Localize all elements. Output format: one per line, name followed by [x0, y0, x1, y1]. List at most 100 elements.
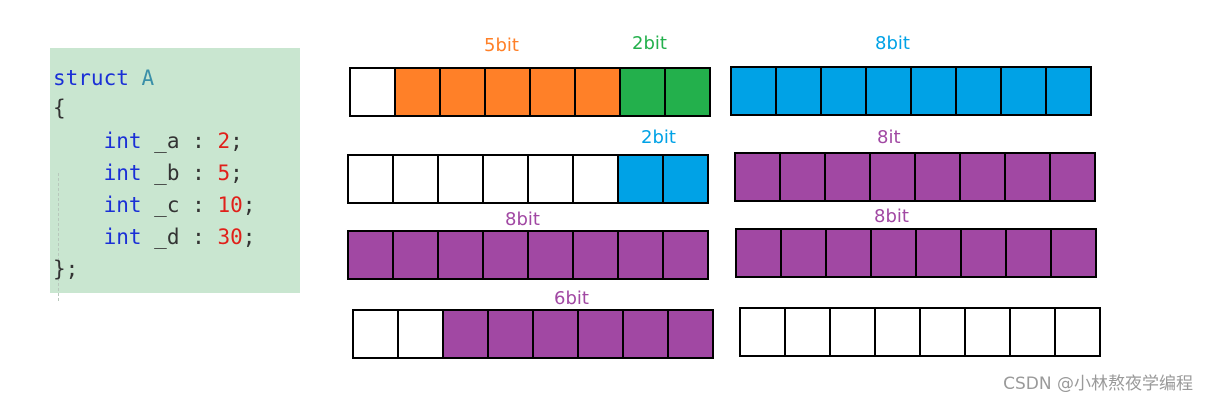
bit-label: 8bit: [875, 33, 910, 54]
bit-label: 2bit: [641, 127, 676, 148]
field-colon: :: [192, 225, 205, 249]
bit-cell: [824, 154, 869, 200]
bit-cell: [870, 230, 915, 276]
bit-cell: [779, 154, 824, 200]
byte-row: [734, 152, 1096, 202]
bit-cell: [394, 69, 439, 115]
code-line-struct: struct A: [53, 66, 154, 90]
field-name: _c: [154, 193, 180, 217]
byte-row: [735, 228, 1097, 278]
bit-label: 8it: [877, 127, 901, 148]
bit-cell: [960, 230, 1005, 276]
byte-row: [347, 230, 709, 280]
field-width: 5: [217, 161, 231, 185]
bit-label: 2bit: [632, 33, 667, 54]
bit-cell: [1004, 154, 1049, 200]
bit-cell: [910, 68, 955, 114]
bit-cell: [662, 156, 707, 202]
indent-guide: [58, 173, 59, 301]
code-line-close-brace: };: [53, 257, 79, 281]
code-line-field-b: int _b : 5;: [53, 161, 243, 185]
bit-cell: [482, 232, 527, 278]
bit-cell: [529, 69, 574, 115]
field-name: _a: [154, 129, 180, 153]
bit-cell: [1050, 230, 1095, 276]
code-line-field-a: int _a : 2;: [53, 129, 243, 153]
code-line-field-d: int _d : 30;: [53, 225, 256, 249]
bit-cell: [915, 230, 960, 276]
bit-cell: [617, 232, 662, 278]
bit-cell: [1054, 309, 1099, 355]
watermark: CSDN @小林熬夜学编程: [1003, 374, 1193, 394]
bit-cell: [741, 309, 784, 355]
field-colon: :: [192, 161, 205, 185]
bit-cell: [484, 69, 529, 115]
bit-cell: [667, 311, 712, 357]
bit-cell: [527, 156, 572, 202]
field-width: 10: [217, 193, 243, 217]
bit-cell: [1045, 68, 1090, 114]
byte-row: [349, 67, 711, 117]
bit-cell: [737, 230, 780, 276]
bit-cell: [392, 232, 437, 278]
field-semicolon: ;: [242, 225, 256, 249]
byte-row: [730, 66, 1092, 116]
bit-cell: [574, 69, 619, 115]
bit-cell: [874, 309, 919, 355]
bit-cell: [349, 156, 392, 202]
bit-cell: [487, 311, 532, 357]
bit-cell: [662, 232, 707, 278]
bit-label: 8bit: [505, 209, 540, 230]
field-semicolon: ;: [242, 193, 256, 217]
bit-cell: [825, 230, 870, 276]
field-semicolon: ;: [230, 161, 243, 185]
bit-label: 6bit: [554, 288, 589, 309]
code-line-open-brace: {: [53, 96, 66, 120]
bit-cell: [437, 156, 482, 202]
bit-label: 8bit: [874, 206, 909, 227]
bit-cell: [619, 69, 664, 115]
byte-row: [347, 154, 709, 204]
bit-cell: [664, 69, 709, 115]
bit-cell: [955, 68, 1000, 114]
bit-cell: [577, 311, 622, 357]
field-type: int: [103, 129, 142, 153]
bit-cell: [532, 311, 577, 357]
bit-cell: [919, 309, 964, 355]
bit-cell: [349, 232, 392, 278]
field-semicolon: ;: [230, 129, 243, 153]
bit-cell: [617, 156, 662, 202]
field-type: int: [103, 193, 142, 217]
bit-cell: [439, 69, 484, 115]
bit-cell: [865, 68, 910, 114]
bit-cell: [869, 154, 914, 200]
bit-cell: [572, 156, 617, 202]
bit-cell: [442, 311, 487, 357]
bit-cell: [354, 311, 397, 357]
bit-cell: [437, 232, 482, 278]
bit-cell: [527, 232, 572, 278]
bit-cell: [572, 232, 617, 278]
field-name: _d: [154, 225, 180, 249]
bit-cell: [829, 309, 874, 355]
byte-row: [739, 307, 1101, 357]
bit-cell: [780, 230, 825, 276]
field-colon: :: [192, 193, 205, 217]
field-name: _b: [154, 161, 180, 185]
bit-cell: [351, 69, 394, 115]
bit-cell: [482, 156, 527, 202]
code-line-field-c: int _c : 10;: [53, 193, 256, 217]
bit-cell: [1005, 230, 1050, 276]
bit-cell: [732, 68, 775, 114]
bit-cell: [1009, 309, 1054, 355]
field-type: int: [103, 225, 142, 249]
bit-cell: [1000, 68, 1045, 114]
code-panel: struct A { int _a : 2; int _b : 5; int _…: [50, 48, 300, 301]
bit-cell: [964, 309, 1009, 355]
bit-cell: [1049, 154, 1094, 200]
bit-label: 5bit: [484, 35, 519, 56]
field-colon: :: [192, 129, 205, 153]
bit-cell: [622, 311, 667, 357]
field-width: 2: [217, 129, 231, 153]
bit-cell: [914, 154, 959, 200]
